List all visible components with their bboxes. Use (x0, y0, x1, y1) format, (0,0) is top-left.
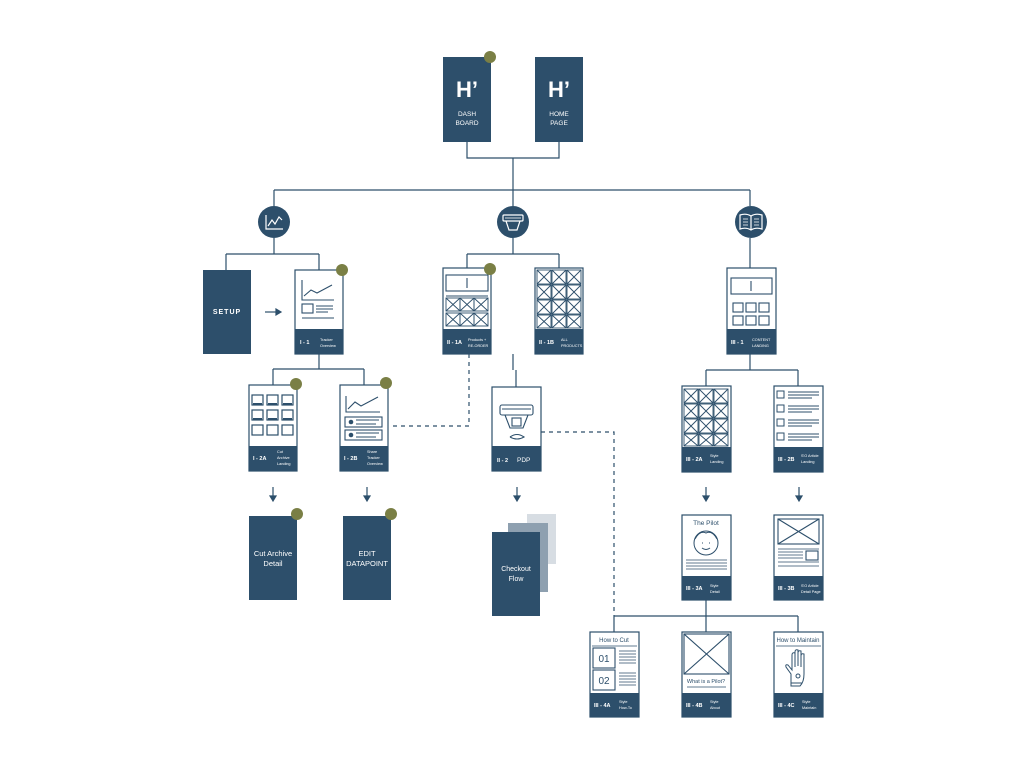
edit-datapoint-card[interactable]: EDIT DATAPOINT (343, 508, 397, 600)
node-desc-line1: Style (619, 700, 627, 704)
card-label-line2: Flow (509, 576, 525, 583)
node-desc-line1: PDP (517, 457, 530, 464)
node-desc-line1: ALL (561, 338, 568, 342)
node-desc-line1: Style (710, 454, 718, 458)
style-how-to-card[interactable]: How to Cut 01 02 III - 4A Style How-To (589, 631, 640, 718)
tracker-overview-card[interactable]: I - 1 Tracker Overview (294, 264, 348, 355)
glove-icon (785, 649, 805, 687)
page-title: How to Cut (599, 638, 629, 644)
node-id: II - 2 (497, 458, 508, 464)
face-icon (693, 530, 719, 556)
node-desc-line2: Overview (320, 344, 336, 348)
node-desc-line1: Style (802, 700, 810, 704)
status-dot (336, 264, 348, 276)
style-detail-card[interactable]: The Pilot III - 3A Style Detail (681, 514, 732, 601)
checkout-flow-stack[interactable]: Checkout Flow (492, 514, 556, 616)
node-id: III - 2A (686, 457, 703, 463)
node-desc-line2: LANDING (752, 344, 769, 348)
status-dot (484, 263, 496, 275)
article-landing-card[interactable]: III - 2B S'O Article Landing (773, 385, 824, 473)
node-desc-line2: Landing (710, 460, 724, 464)
setup-card[interactable]: SETUP (203, 270, 251, 354)
node-desc-line1: Style (710, 584, 718, 588)
node-id: III - 3B (778, 586, 795, 592)
line-chart-icon[interactable] (258, 206, 290, 238)
node-desc-line3: Landing (277, 462, 291, 466)
node-desc-line1: Products + (468, 338, 487, 342)
homepage-label-line1: HOME (549, 111, 569, 118)
node-id: I - 2B (344, 456, 357, 462)
share-tracker-overview-card[interactable]: I - 2B Share Tracker Overview (339, 377, 392, 472)
node-desc-line2: Archive (277, 456, 290, 460)
status-dot (385, 508, 397, 520)
node-id: III - 2B (778, 457, 795, 463)
node-desc-line1: Style (710, 700, 718, 704)
page-caption: What is a Pilot? (687, 679, 725, 685)
node-desc-line1: Share (367, 450, 377, 454)
card-label-line1: Checkout (501, 566, 531, 573)
arrows (265, 307, 804, 503)
node-desc-line1: CONTENT (752, 338, 771, 342)
node-desc-line2: Detail (710, 590, 720, 594)
node-desc-line1: S'O Article (801, 454, 819, 458)
content-landing-card[interactable]: III - 1 CONTENT LANDING (726, 267, 777, 355)
card-label-line1: EDIT (358, 549, 376, 558)
dashed-connectors (392, 354, 615, 616)
node-id: III - 1 (731, 340, 744, 346)
pdp-card[interactable]: II - 2 PDP (491, 386, 542, 472)
node-id: I - 1 (300, 340, 309, 346)
homepage-label-line2: PAGE (550, 120, 568, 127)
node-id: I - 2A (253, 456, 266, 462)
style-landing-card[interactable]: III - 2A Style Landing (681, 385, 732, 473)
page-title: How to Maintain (776, 638, 819, 644)
open-book-icon[interactable] (735, 206, 767, 238)
page-title: The Pilot (693, 520, 719, 527)
status-dot (380, 377, 392, 389)
node-desc-line2: How-To (619, 706, 632, 710)
style-maintain-card[interactable]: How to Maintain III - 4C Style Maintain (773, 631, 824, 718)
status-dot (290, 378, 302, 390)
node-desc-line2: Tracker (367, 456, 380, 460)
connectors (225, 142, 799, 632)
node-desc-line2: Maintain (802, 706, 816, 710)
dashboard-label-line1: DASH (458, 111, 476, 118)
setup-label: SETUP (213, 309, 241, 316)
article-detail-card[interactable]: III - 3B S'O Article Detail Page (773, 514, 824, 601)
node-id: III - 3A (686, 586, 703, 592)
node-desc-line1: Tracker (320, 338, 333, 342)
style-about-card[interactable]: What is a Pilot? III - 4B Style About (681, 631, 732, 718)
node-id: III - 4A (594, 703, 611, 709)
products-reorder-card[interactable]: II - 1A Products + RE-ORDER (442, 263, 496, 355)
status-dot (291, 508, 303, 520)
node-desc-line1: S'O Article (801, 584, 819, 588)
dashboard-logo: H’ (456, 77, 478, 102)
all-products-card[interactable]: II - 1B ALL PRODUCTS (534, 267, 584, 355)
node-desc-line1: Cut (277, 450, 284, 454)
node-id: III - 4B (686, 703, 703, 709)
step-number: 02 (598, 676, 610, 687)
dashboard-card[interactable]: H’ DASH BOARD (443, 51, 496, 142)
card-label-line1: Cut Archive (254, 549, 292, 558)
node-desc-line2: Detail Page (801, 590, 821, 594)
node-desc-line3: Overview (367, 462, 383, 466)
status-dot (484, 51, 496, 63)
product-icon[interactable] (497, 206, 529, 238)
card-label-line2: DATAPOINT (346, 559, 388, 568)
card-label-line2: Detail (263, 559, 283, 568)
node-desc-line2: Landing (801, 460, 815, 464)
node-desc-line2: About (710, 706, 721, 710)
node-id: II - 1A (447, 340, 462, 346)
homepage-card[interactable]: H’ HOME PAGE (535, 57, 583, 142)
step-number: 01 (598, 654, 610, 665)
homepage-logo: H’ (548, 77, 570, 102)
node-desc-line2: RE-ORDER (468, 344, 489, 348)
node-desc-line2: PRODUCTS (561, 344, 583, 348)
cut-archive-landing-card[interactable]: I - 2A Cut Archive Landing (248, 378, 302, 472)
dashboard-label-line2: BOARD (455, 120, 478, 127)
node-id: III - 4C (778, 703, 795, 709)
node-id: II - 1B (539, 340, 554, 346)
cut-archive-detail-card[interactable]: Cut Archive Detail (249, 508, 303, 600)
